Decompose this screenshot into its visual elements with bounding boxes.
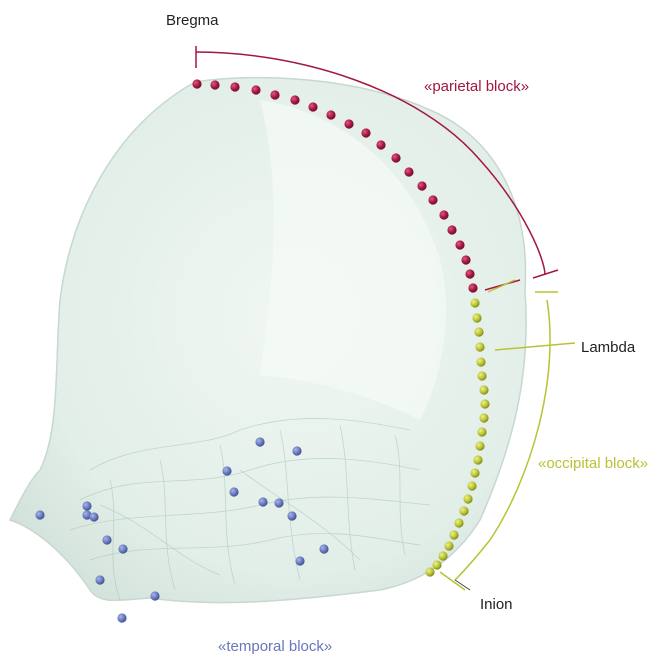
occipital-landmark-dot-4	[475, 342, 484, 351]
label-temporal-block: «temporal block»	[218, 638, 332, 656]
temporal-landmark-dot-4	[89, 512, 98, 521]
occipital-landmark-dot-8	[480, 399, 489, 408]
temporal-landmark-dot-5	[255, 437, 264, 446]
occipital-landmark-dot-13	[470, 468, 479, 477]
occipital-landmark-dot-19	[444, 541, 453, 550]
occipital-landmark-dot-20	[438, 551, 447, 560]
occipital-landmark-dot-5	[476, 357, 485, 366]
label-parietal-block: «parietal block»	[424, 78, 529, 96]
parietal-landmark-dot-18	[455, 240, 464, 249]
temporal-landmark-dot-6	[292, 446, 301, 455]
temporal-landmark-dot-18	[117, 613, 126, 622]
temporal-landmark-dot-2	[82, 501, 91, 510]
occipital-landmark-dot-21	[432, 560, 441, 569]
temporal-landmark-dot-9	[258, 497, 267, 506]
temporal-landmark-dot-7	[222, 466, 231, 475]
temporal-landmark-dot-1	[35, 510, 44, 519]
parietal-landmark-dot-5	[270, 90, 279, 99]
occipital-landmark-dot-1	[470, 298, 479, 307]
parietal-landmark-dot-12	[391, 153, 400, 162]
label-inion: Inion	[480, 596, 513, 614]
parietal-landmark-dot-20	[465, 269, 474, 278]
occipital-landmark-dot-6	[477, 371, 486, 380]
temporal-landmark-dot-15	[295, 556, 304, 565]
parietal-landmark-dot-10	[361, 128, 370, 137]
parietal-landmark-dot-4	[251, 85, 260, 94]
occipital-landmark-dot-14	[467, 481, 476, 490]
temporal-landmark-dot-13	[118, 544, 127, 553]
occipital-landmark-dot-18	[449, 530, 458, 539]
occipital-landmark-dot-17	[454, 518, 463, 527]
occipital-landmark-dot-15	[463, 494, 472, 503]
occipital-landmark-dot-2	[472, 313, 481, 322]
parietal-landmark-dot-14	[417, 181, 426, 190]
parietal-landmark-dot-19	[461, 255, 470, 264]
label-occipital-block: «occipital block»	[538, 455, 648, 473]
occipital-landmark-dot-22	[425, 567, 434, 576]
temporal-landmark-dot-17	[150, 591, 159, 600]
temporal-landmark-dot-14	[319, 544, 328, 553]
parietal-landmark-dot-3	[230, 82, 239, 91]
occipital-landmark-dot-7	[479, 385, 488, 394]
parietal-landmark-dot-13	[404, 167, 413, 176]
parietal-landmark-dot-17	[447, 225, 456, 234]
parietal-landmark-dot-1	[192, 79, 201, 88]
parietal-landmark-dot-7	[308, 102, 317, 111]
parietal-landmark-dot-15	[428, 195, 437, 204]
occipital-landmark-dot-10	[477, 427, 486, 436]
occipital-landmark-dot-11	[475, 441, 484, 450]
label-lambda: Lambda	[581, 339, 635, 357]
parietal-landmark-dot-9	[344, 119, 353, 128]
parietal-landmark-dot-8	[326, 110, 335, 119]
parietal-landmark-dot-11	[376, 140, 385, 149]
parietal-landmark-dot-2	[210, 80, 219, 89]
temporal-landmark-dot-12	[102, 535, 111, 544]
parietal-landmark-dot-16	[439, 210, 448, 219]
temporal-landmark-dot-16	[95, 575, 104, 584]
temporal-landmark-dot-8	[229, 487, 238, 496]
label-bregma: Bregma	[166, 12, 219, 30]
occipital-landmark-dot-9	[479, 413, 488, 422]
occipital-landmark-dot-16	[459, 506, 468, 515]
temporal-landmark-dot-11	[287, 511, 296, 520]
parietal-landmark-dot-21	[468, 283, 477, 292]
parietal-landmark-dot-6	[290, 95, 299, 104]
temporal-landmark-dot-10	[274, 498, 283, 507]
occipital-landmark-dot-12	[473, 455, 482, 464]
occipital-landmark-dot-3	[474, 327, 483, 336]
